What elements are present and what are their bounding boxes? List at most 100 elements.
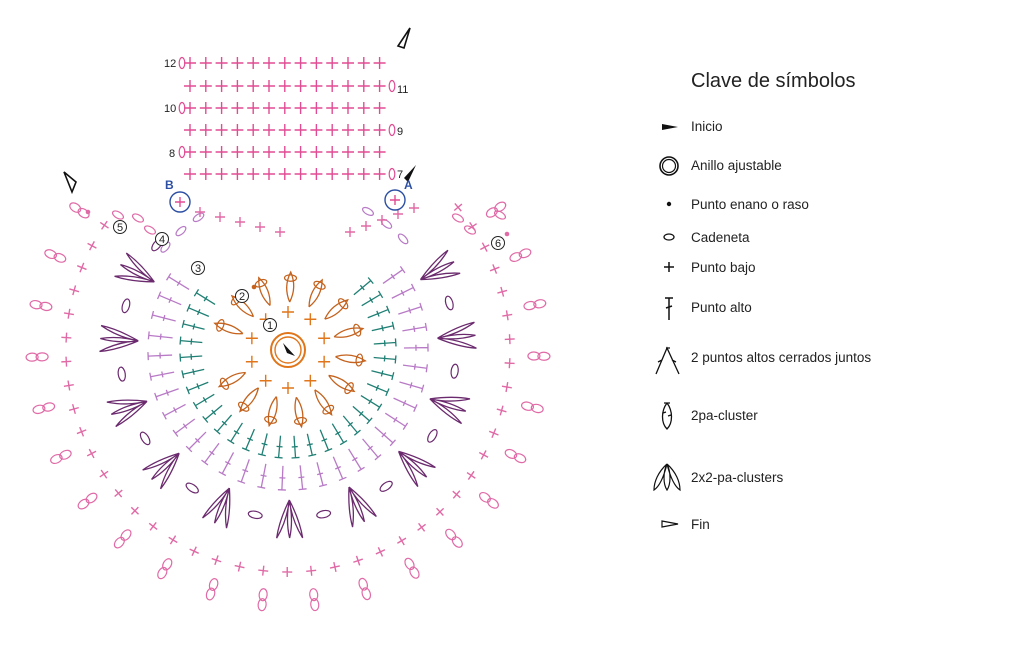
single-crochet-mark	[310, 80, 323, 92]
double-crochet-mark	[402, 363, 428, 373]
double-crochet-mark	[402, 322, 428, 332]
single-crochet-mark	[199, 124, 212, 136]
double-crochet-mark	[360, 395, 383, 411]
double-crochet-mark	[371, 321, 395, 332]
key-label-magic-ring: Anillo ajustable	[691, 158, 782, 173]
fan-cluster-mark	[397, 450, 436, 488]
double-crochet-mark	[298, 465, 307, 491]
single-crochet-mark	[326, 102, 339, 114]
chain-mark	[451, 213, 465, 223]
end-arrow-icon	[661, 520, 679, 528]
single-crochet-mark	[393, 209, 403, 219]
cluster-mark	[213, 322, 244, 335]
single-crochet-mark	[69, 285, 80, 296]
key-label-2x2-cluster: 2x2-pa-clusters	[691, 470, 784, 485]
row-number-12: 12	[164, 58, 176, 70]
fan-cluster-mark	[142, 452, 180, 490]
single-crochet-mark	[373, 168, 386, 180]
single-crochet-mark	[235, 217, 245, 227]
double-crochet-mark	[319, 429, 333, 453]
double-crochet-mark	[257, 463, 267, 489]
double-crochet-mark	[332, 456, 347, 482]
single-crochet-mark	[342, 102, 354, 114]
double-crochet-mark	[241, 428, 255, 452]
single-crochet-mark	[184, 124, 196, 136]
single-crochet-mark	[329, 561, 340, 573]
chain-mark	[121, 298, 131, 314]
single-crochet-mark	[489, 264, 500, 274]
single-crochet-mark	[435, 507, 445, 516]
single-crochet-plus-icon	[664, 262, 674, 272]
single-crochet-mark	[189, 546, 200, 557]
chain-mark	[523, 300, 537, 311]
chain-mark	[143, 225, 157, 235]
single-crochet-mark	[215, 212, 225, 222]
cluster-mark	[217, 371, 247, 388]
chain-mark	[494, 201, 507, 213]
start-arrow-a	[404, 165, 416, 182]
single-crochet-mark	[68, 403, 79, 414]
chain-mark	[451, 536, 463, 548]
chain-mark	[361, 587, 372, 601]
single-crochet-mark	[215, 57, 228, 69]
single-crochet-mark	[357, 80, 370, 92]
chain-mark	[175, 225, 187, 237]
single-crochet-mark	[342, 124, 354, 136]
single-crochet-mark	[263, 124, 275, 136]
chain-mark	[77, 498, 90, 510]
single-crochet-mark	[215, 168, 228, 180]
chain-mark	[208, 578, 219, 591]
chain-mark	[530, 403, 544, 414]
single-crochet-mark	[294, 146, 307, 158]
single-crochet-mark	[310, 124, 323, 136]
single-crochet-mark	[357, 102, 370, 114]
chain-mark	[379, 480, 393, 492]
single-crochet-mark	[63, 308, 75, 319]
cluster-mark	[308, 278, 323, 308]
key-label-double-crochet: Punto alto	[691, 300, 752, 315]
cluster-mark	[324, 298, 349, 320]
svg-text:2: 2	[239, 291, 245, 303]
key-label-single-crochet: Punto bajo	[691, 260, 756, 275]
single-crochet-mark	[373, 146, 386, 158]
double-crochet-mark	[398, 302, 424, 315]
chain-mark	[527, 351, 541, 361]
single-crochet-mark	[417, 522, 427, 532]
single-crochet-mark	[390, 195, 400, 205]
single-crochet-mark	[215, 124, 228, 136]
single-crochet-mark	[318, 355, 331, 368]
single-crochet-mark	[61, 356, 72, 367]
chain-mark	[427, 429, 438, 443]
single-crochet-mark	[375, 547, 386, 557]
chain-mark	[509, 252, 523, 262]
fan-cluster-mark	[114, 252, 155, 283]
magic-ring-inner	[274, 336, 302, 364]
chain-mark	[59, 449, 72, 460]
single-crochet-mark	[496, 405, 507, 416]
single-crochet-mark	[278, 146, 291, 158]
single-crochet-mark	[63, 380, 74, 391]
single-crochet-mark	[501, 381, 512, 393]
chain-mark	[310, 598, 320, 612]
double-crochet-mark	[353, 277, 374, 296]
key-item-single-crochet: Punto bajo	[648, 257, 1008, 297]
single-crochet-mark	[467, 221, 478, 232]
single-crochet-mark	[357, 57, 370, 69]
slip-stitch-dot-icon	[666, 201, 672, 207]
double-crochet-mark	[352, 405, 373, 425]
single-crochet-mark	[502, 310, 513, 321]
single-crochet-mark	[306, 565, 317, 576]
single-crochet-mark	[357, 146, 370, 158]
double-crochet-mark	[237, 459, 250, 484]
key-item-chain: Cadeneta	[648, 227, 1008, 267]
double-crochet-mark	[165, 273, 190, 290]
single-crochet-mark	[326, 57, 339, 69]
chain-mark	[237, 401, 250, 412]
chain-mark	[219, 377, 230, 390]
marker-b-circle	[169, 191, 191, 213]
chain-mark	[518, 248, 532, 259]
single-crochet-mark	[310, 102, 323, 114]
fan-cluster-mark	[437, 321, 477, 349]
single-crochet-mark	[215, 102, 228, 114]
